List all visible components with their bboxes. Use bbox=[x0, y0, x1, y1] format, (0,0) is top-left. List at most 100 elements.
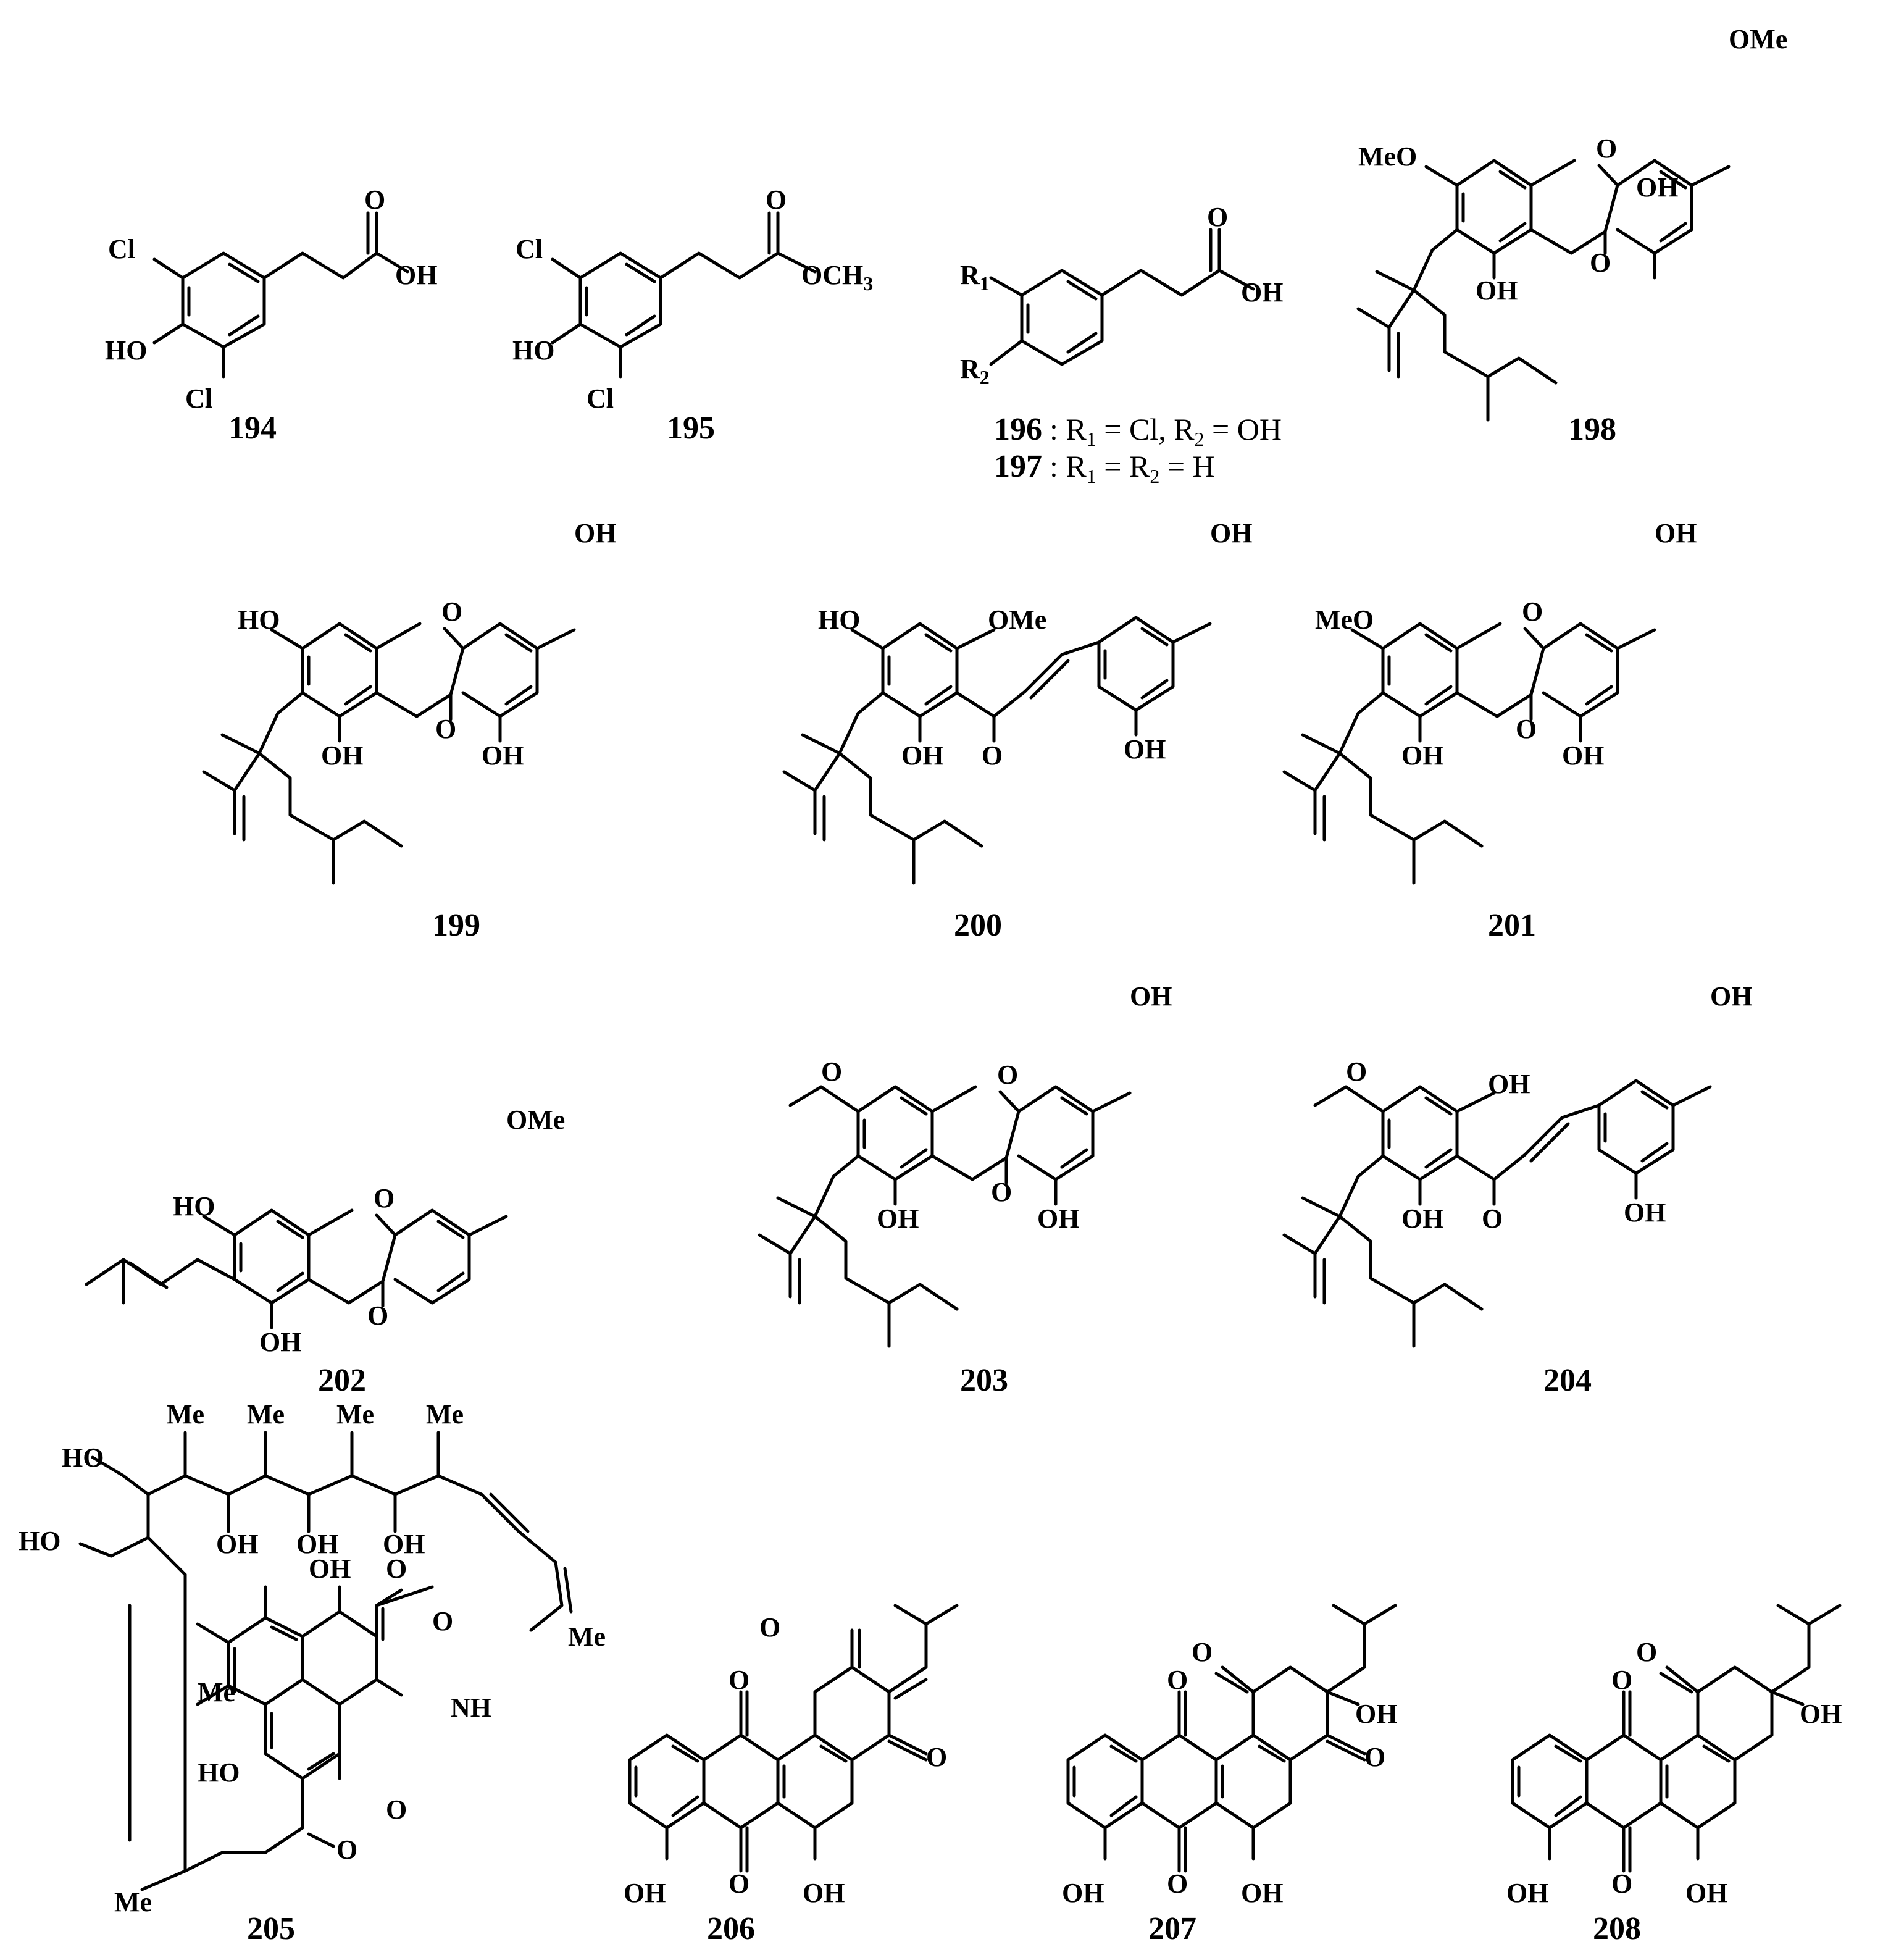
compound-id-196: 196 bbox=[994, 412, 1042, 447]
atom-o: O bbox=[997, 1060, 1018, 1090]
atom-o: O bbox=[766, 185, 787, 215]
atom-oh: OH bbox=[574, 518, 616, 548]
atom-me: Me bbox=[167, 1399, 204, 1430]
atom-oh: OH bbox=[901, 740, 943, 771]
atom-cl: Cl bbox=[108, 234, 135, 264]
atom-ho: HO bbox=[62, 1442, 104, 1473]
compound-195: O OCH3 Cl HO Cl 195 bbox=[512, 185, 873, 446]
atom-ome: OMe bbox=[1729, 24, 1787, 54]
atom-o: O bbox=[367, 1300, 388, 1331]
atom-me: Me bbox=[426, 1399, 464, 1430]
atom-oh: OH bbox=[1401, 740, 1443, 771]
atom-ho: HO bbox=[818, 605, 860, 635]
compound-id-199: 199 bbox=[432, 908, 480, 943]
atom-o: O bbox=[435, 714, 456, 744]
atom-oh: OH bbox=[1800, 1699, 1842, 1729]
compound-id-202: 202 bbox=[318, 1363, 366, 1398]
atom-me: Me bbox=[114, 1887, 152, 1917]
subscript-1: 1 bbox=[980, 272, 990, 295]
atom-oh: OH bbox=[877, 1204, 919, 1234]
compound-id-206: 206 bbox=[707, 1911, 755, 1946]
compound-id-198: 198 bbox=[1568, 412, 1616, 447]
atom-ho: HO bbox=[105, 335, 147, 366]
atom-oh: OH bbox=[1685, 1878, 1727, 1908]
atom-o: O bbox=[364, 185, 385, 215]
atom-me: Me bbox=[568, 1622, 606, 1652]
definition-196: : R1 = Cl, R2 = OH bbox=[1050, 412, 1282, 450]
atom-oh: OH bbox=[1241, 1878, 1283, 1908]
definition-197: : R1 = R2 = H bbox=[1050, 449, 1215, 487]
compound-id-204: 204 bbox=[1543, 1363, 1592, 1398]
atom-oh: OH bbox=[1710, 981, 1752, 1011]
atom-ho: HO bbox=[19, 1526, 61, 1556]
atom-o: O bbox=[1482, 1204, 1503, 1234]
compound-198: O O MeO OH OMe OH 198 bbox=[1356, 24, 1787, 447]
atom-oh: OH bbox=[482, 740, 524, 771]
atom-me: Me bbox=[247, 1399, 285, 1430]
compound-207: O O OH O O OH OH 207 bbox=[1062, 1604, 1397, 1946]
atom-oh: OH bbox=[1636, 172, 1678, 203]
atom-o: O bbox=[432, 1606, 453, 1636]
atom-o: O bbox=[821, 1057, 842, 1087]
atom-ho: HO bbox=[198, 1757, 240, 1788]
compound-id-205: 205 bbox=[247, 1911, 295, 1946]
atom-o: O bbox=[991, 1177, 1012, 1207]
compound-202: O O HO OH OMe 202 bbox=[85, 1105, 565, 1398]
atom-r2: R2 bbox=[960, 354, 990, 388]
atom-o: O bbox=[1364, 1742, 1385, 1772]
compound-204: O OH OH O OH OH 204 bbox=[1282, 981, 1752, 1398]
compound-id-207: 207 bbox=[1148, 1911, 1196, 1946]
compound-id-200: 200 bbox=[954, 908, 1002, 943]
atom-oh: OH bbox=[1037, 1204, 1079, 1234]
compound-id-197: 197 bbox=[994, 449, 1042, 484]
compound-id-203: 203 bbox=[960, 1363, 1008, 1398]
compound-194: O OH Cl HO Cl 194 bbox=[105, 185, 437, 446]
compound-205: HO HO Me Me Me Me OH OH OH Me O NH Me HO… bbox=[19, 1399, 606, 1946]
atom-o: O bbox=[1636, 1637, 1657, 1667]
atom-oh: OH bbox=[1130, 981, 1172, 1011]
atom-o: O bbox=[729, 1869, 749, 1899]
atom-o: O bbox=[982, 740, 1003, 771]
atom-o: O bbox=[1611, 1869, 1632, 1899]
atom-ome: OMe bbox=[506, 1105, 565, 1135]
subscript-2: 2 bbox=[980, 366, 990, 388]
atom-o: O bbox=[1192, 1637, 1213, 1667]
atom-oh: OH bbox=[1401, 1204, 1443, 1234]
compound-id-195: 195 bbox=[667, 411, 715, 446]
atom-oh: OH bbox=[309, 1554, 351, 1584]
atom-o: O bbox=[374, 1183, 395, 1213]
atom-oh: OH bbox=[321, 740, 363, 771]
compound-id-208: 208 bbox=[1593, 1911, 1641, 1946]
atom-oh: OH bbox=[1241, 277, 1283, 308]
atom-o: O bbox=[1167, 1665, 1188, 1695]
atom-o: O bbox=[336, 1835, 357, 1865]
atom-oh: OH bbox=[216, 1529, 258, 1559]
atom-oh: OH bbox=[1124, 734, 1166, 764]
compound-208: O O OH O OH OH 208 bbox=[1506, 1604, 1842, 1946]
atom-oh: OH bbox=[1062, 1878, 1104, 1908]
atom-o: O bbox=[1516, 714, 1537, 744]
compound-199: O O HO OH OH OH 199 bbox=[202, 518, 616, 943]
compound-200: HO OMe OH O OH OH 200 bbox=[782, 518, 1252, 943]
atom-o: O bbox=[441, 597, 462, 627]
atom-oh: OH bbox=[1562, 740, 1604, 771]
atom-o: O bbox=[386, 1554, 407, 1584]
atom-oh: OH bbox=[1476, 275, 1518, 306]
atom-och3: OCH3 bbox=[801, 260, 873, 295]
atom-cl: Cl bbox=[587, 383, 614, 414]
atom-o: O bbox=[1346, 1057, 1367, 1087]
subscript-3: 3 bbox=[863, 272, 873, 295]
atom-o: O bbox=[1596, 133, 1617, 164]
atom-oh: OH bbox=[395, 260, 437, 290]
atom-oh: OH bbox=[1655, 518, 1697, 548]
compound-203: O O O OH OH OH 203 bbox=[758, 981, 1172, 1398]
atom-meo: MeO bbox=[1358, 141, 1417, 172]
atom-oh: OH bbox=[383, 1529, 425, 1559]
atom-ome: OMe bbox=[988, 605, 1046, 635]
atom-oh: OH bbox=[803, 1878, 845, 1908]
atom-oh: OH bbox=[1624, 1197, 1666, 1228]
atom-oh: OH bbox=[1506, 1878, 1548, 1908]
atom-oh: OH bbox=[296, 1529, 338, 1559]
